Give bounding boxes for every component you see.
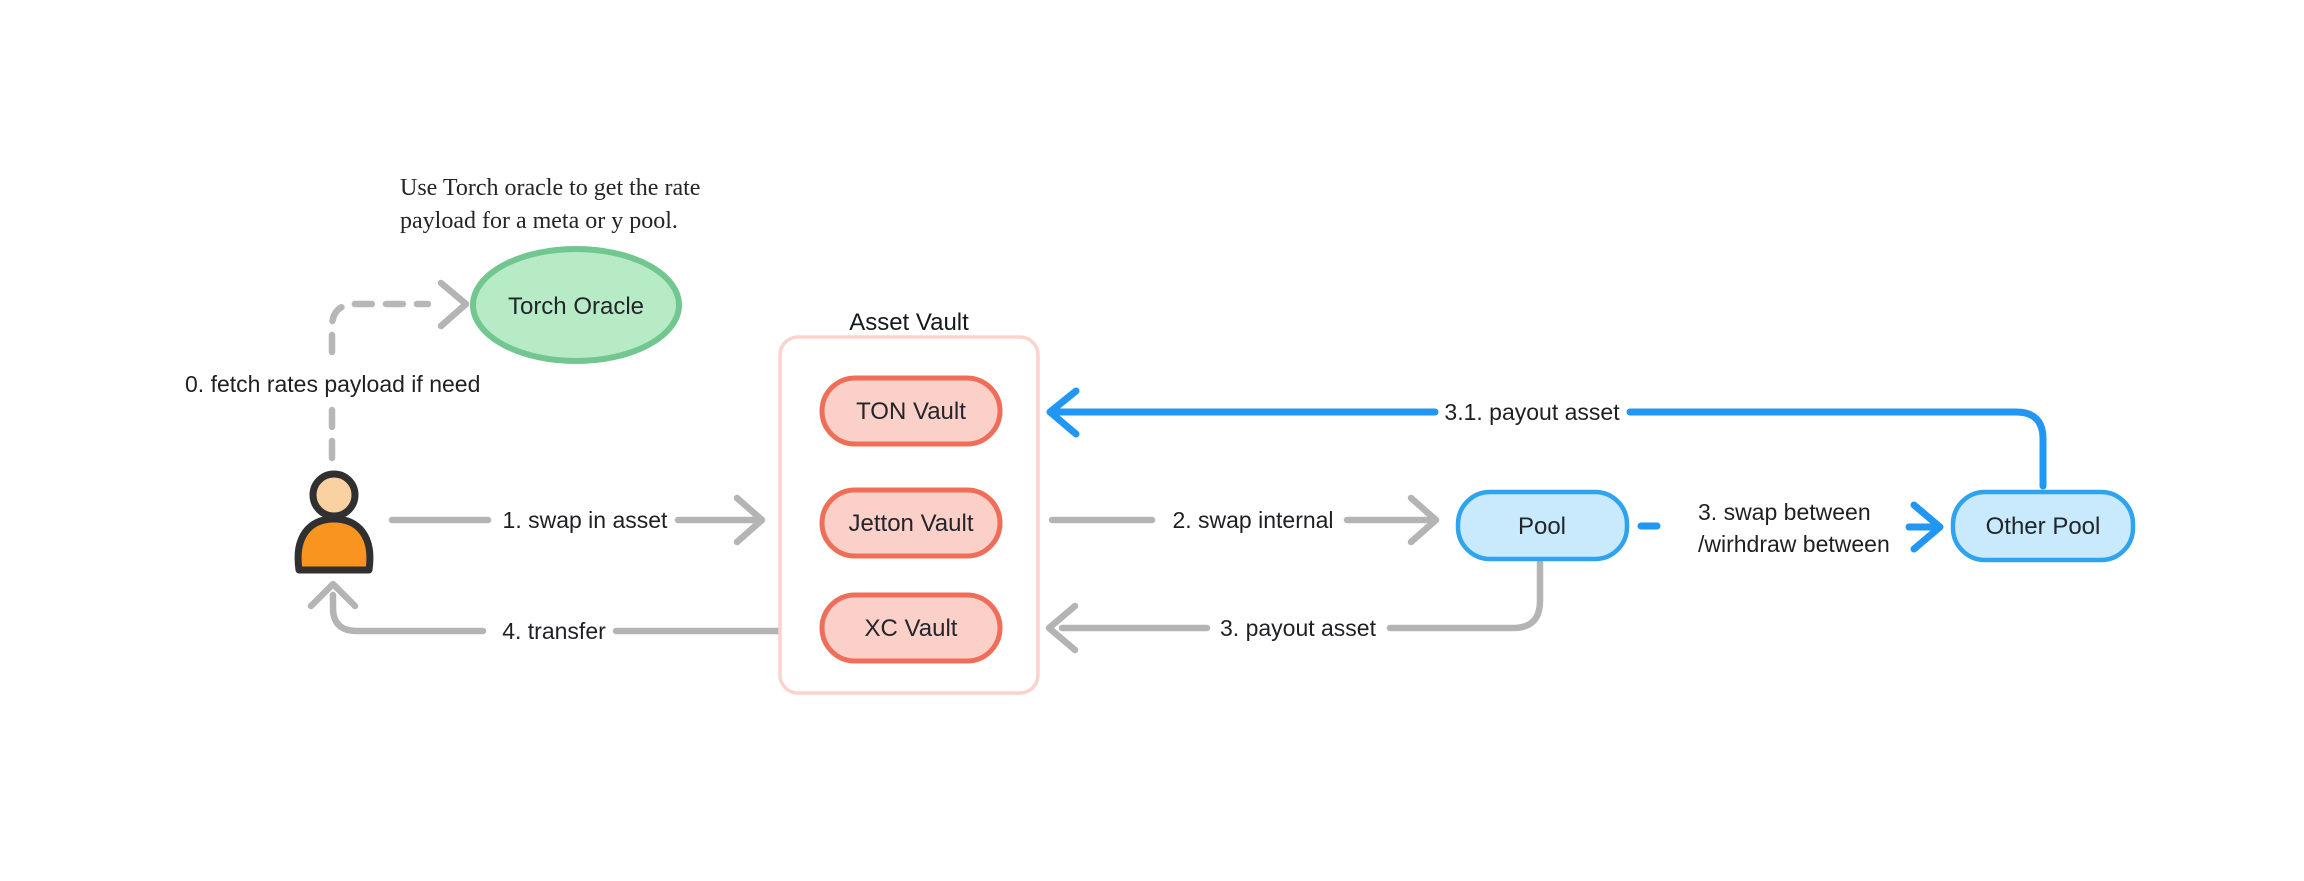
payout-asset-label: 3. payout asset — [1220, 615, 1377, 641]
oracle-note: Use Torch oracle to get the rate payload… — [400, 175, 700, 234]
payout31-line-right-elbow — [1626, 408, 2047, 490]
xc-vault-label: XC Vault — [865, 615, 958, 642]
oracle-note-line2: payload for a meta or y pool. — [400, 208, 678, 234]
swap-internal-label: 2. swap internal — [1172, 507, 1333, 533]
user-body — [294, 515, 374, 574]
swap-between-arrow: 3. swap between /wirhdraw between — [1637, 499, 1944, 557]
node-xc-vault: XC Vault — [819, 592, 1003, 664]
swap-in-arrow: 1. swap in asset — [388, 494, 766, 546]
pool-label: Pool — [1518, 513, 1566, 540]
user-icon — [294, 470, 374, 574]
arrowhead-right-icon — [437, 279, 470, 330]
swap-internal-arrow: 2. swap internal — [1048, 494, 1440, 546]
arrowhead-left-icon — [1045, 602, 1079, 654]
arrowhead-right-icon — [1407, 494, 1440, 546]
arrowhead-right-icon — [1910, 501, 1944, 553]
fetch-rates-arrow: 0. fetch rates payload if need — [185, 279, 480, 468]
payout-asset-31-arrow: 3.1. payout asset — [1046, 387, 2047, 490]
ton-vault-label: TON Vault — [856, 398, 966, 425]
swap-between-label-line2: /wirhdraw between — [1698, 531, 1890, 557]
jetton-vault-shape — [819, 487, 1003, 559]
pool-shape — [1455, 489, 1630, 562]
user-head — [309, 470, 359, 520]
torch-oracle-label: Torch Oracle — [508, 293, 644, 320]
payout-line-right-elbow — [1386, 559, 1544, 632]
swap-in-label: 1. swap in asset — [503, 507, 669, 533]
transfer-label: 4. transfer — [502, 618, 606, 644]
node-other-pool: Other Pool — [1950, 489, 2136, 563]
arrowhead-up-icon — [307, 580, 359, 610]
payout-asset-arrow: 3. payout asset — [1045, 559, 1544, 654]
swap-between-label-line1: 3. swap between — [1698, 499, 1871, 525]
fetch-rates-label: 0. fetch rates payload if need — [185, 371, 480, 397]
node-jetton-vault: Jetton Vault — [819, 487, 1003, 559]
payout-asset-31-label: 3.1. payout asset — [1444, 399, 1620, 425]
other-pool-label: Other Pool — [1986, 513, 2101, 540]
other-pool-shape — [1950, 489, 2136, 563]
arrowhead-right-icon — [733, 494, 766, 546]
asset-vault-title: Asset Vault — [849, 309, 969, 336]
transfer-line-left — [329, 591, 487, 635]
transfer-arrow: 4. transfer — [307, 580, 782, 644]
node-pool: Pool — [1455, 489, 1630, 562]
oracle-note-line1: Use Torch oracle to get the rate — [400, 175, 700, 201]
torch-oracle-shape — [470, 246, 682, 364]
ton-vault-shape — [819, 375, 1003, 447]
node-ton-vault: TON Vault — [819, 375, 1003, 447]
arrowhead-left-icon — [1046, 387, 1080, 438]
xc-vault-shape — [819, 592, 1003, 664]
jetton-vault-label: Jetton Vault — [849, 510, 974, 537]
node-torch-oracle: Torch Oracle — [470, 246, 682, 364]
fetch-rates-dashed-elbow — [328, 300, 432, 356]
node-asset-vault: Asset Vault TON Vault Jetton Vault XC Va… — [778, 309, 1040, 695]
